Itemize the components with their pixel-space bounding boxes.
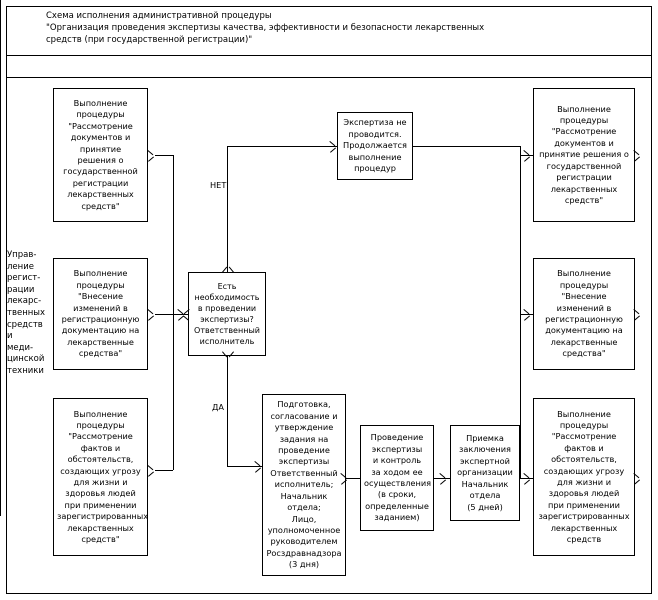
node-right-facts[interactable]: Выполнение процедуры "Рассмотрение факто… <box>533 398 635 556</box>
node-no-expertise-label: Экспертиза не проводится. Продолжается в… <box>343 117 407 174</box>
connector-no-expertise-out <box>413 146 520 147</box>
node-decision-label: Есть необходимость в проведении эксперти… <box>194 282 260 346</box>
arrow-into-right-facts-icon <box>524 473 530 484</box>
node-left-registration-label: Выполнение процедуры "Рассмотрение докум… <box>63 97 138 211</box>
connector-task-to-expertise <box>346 478 360 479</box>
node-decision-expertise-needed[interactable]: Есть необходимость в проведении эксперти… <box>188 272 266 356</box>
node-right-changes-label: Выполнение процедуры "Внесение изменений… <box>545 268 623 359</box>
node-right-facts-label: Выполнение процедуры "Рассмотрение факто… <box>538 408 630 545</box>
node-task-preparation-label: Подготовка, согласование и утверждение з… <box>266 399 342 570</box>
swimlane-divider <box>0 0 1 516</box>
title-band <box>6 6 652 56</box>
connector-yes-horizontal <box>227 466 262 467</box>
node-expertise-execution-label: Проведение экспертизы и контроль за ходо… <box>364 432 432 523</box>
connector-right-bus <box>520 146 521 478</box>
arrow-into-no-expertise-icon <box>330 141 336 152</box>
arrow-into-task-preparation-icon <box>255 461 261 472</box>
arrow-left-registration-out-icon <box>148 150 154 161</box>
node-right-changes[interactable]: Выполнение процедуры "Внесение изменений… <box>533 258 635 370</box>
arrow-decision-up-icon <box>222 266 233 272</box>
page-title: Схема исполнения административной процед… <box>46 11 485 45</box>
arrow-right-facts-exit-icon <box>634 473 640 484</box>
arrow-decision-down-icon <box>222 352 233 358</box>
node-conclusion-acceptance-label: Приемка заключения экспертной организаци… <box>457 433 513 512</box>
connector-no-vertical <box>227 146 228 272</box>
arrow-right-changes-exit-icon <box>634 309 640 320</box>
connector-no-horizontal <box>227 146 337 147</box>
arrow-into-right-changes-icon <box>524 309 530 320</box>
arrow-right-registration-exit-icon <box>634 150 640 161</box>
node-expertise-execution[interactable]: Проведение экспертизы и контроль за ходо… <box>360 425 434 531</box>
header-divider-band <box>6 56 652 78</box>
connector-left-bus <box>173 155 174 470</box>
node-task-preparation[interactable]: Подготовка, согласование и утверждение з… <box>262 394 346 576</box>
arrow-into-right-registration-icon <box>524 150 530 161</box>
branch-label-no: НЕТ <box>209 180 228 190</box>
connector-left-changes-out <box>155 314 188 315</box>
node-left-facts[interactable]: Выполнение процедуры "Рассмотрение факто… <box>53 398 148 556</box>
node-right-registration[interactable]: Выполнение процедуры "Рассмотрение докум… <box>533 88 635 222</box>
arrow-left-changes-out-icon <box>148 309 154 320</box>
node-left-facts-label: Выполнение процедуры "Рассмотрение факто… <box>57 408 149 545</box>
connector-left-facts-out <box>155 470 173 471</box>
branch-label-yes: ДА <box>211 402 225 412</box>
arrow-left-facts-out-icon <box>148 465 154 476</box>
node-conclusion-acceptance[interactable]: Приемка заключения экспертной организаци… <box>450 425 520 521</box>
arrow-decision-left-icon <box>183 309 189 320</box>
swimlane-label: Управ- ление регист- рации лекарс- твенн… <box>7 250 46 376</box>
node-right-registration-label: Выполнение процедуры "Рассмотрение докум… <box>539 103 629 205</box>
connector-yes-vertical <box>227 356 228 466</box>
arrow-task-to-expertise-icon <box>341 473 347 484</box>
connector-left-registration-out <box>155 155 173 156</box>
node-no-expertise[interactable]: Экспертиза не проводится. Продолжается в… <box>337 112 413 180</box>
node-left-changes[interactable]: Выполнение процедуры "Внесение изменений… <box>53 258 148 370</box>
diagram-body-frame <box>6 78 652 594</box>
node-left-registration[interactable]: Выполнение процедуры "Рассмотрение докум… <box>53 88 148 222</box>
arrow-expertise-to-conclusion-icon <box>440 473 446 484</box>
node-left-changes-label: Выполнение процедуры "Внесение изменений… <box>61 268 140 359</box>
